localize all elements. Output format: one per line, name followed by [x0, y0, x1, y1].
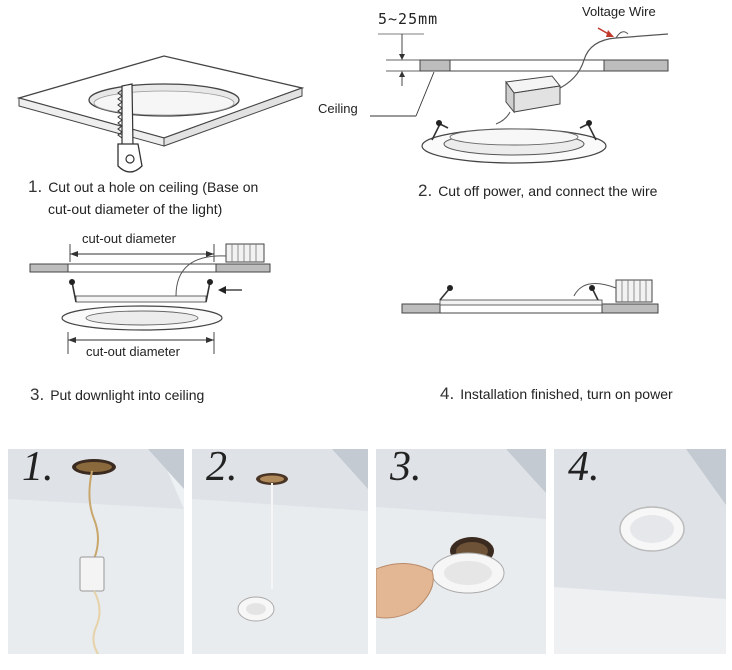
photo-4-number: 4. — [568, 449, 600, 490]
step-2-line1: Cut off power, and connect the wire — [438, 183, 658, 199]
step-1-text: 1. Cut out a hole on ceiling (Base on cut… — [28, 176, 258, 220]
step-1-line2: cut-out diameter of the light) — [48, 201, 223, 217]
step-3-number: 3. — [30, 385, 45, 404]
photo-step-3: 3. — [376, 449, 546, 654]
step-2-number: 2. — [418, 181, 433, 200]
cutout-top-label: cut-out diameter — [82, 231, 176, 246]
ceiling-label: Ceiling — [318, 101, 358, 116]
step-4-number: 4. — [440, 384, 455, 403]
photo-3-number: 3. — [390, 449, 422, 490]
step-4-line1: Installation finished, turn on power — [460, 386, 673, 402]
photo-step-1: 1. — [8, 449, 184, 654]
step-2-text: 2. Cut off power, and connect the wire — [418, 180, 657, 202]
step-1-number: 1. — [28, 177, 43, 196]
photo-step-2: 2. — [192, 449, 368, 654]
voltage-wire-label: Voltage Wire — [582, 4, 656, 19]
photo-2-number: 2. — [206, 449, 238, 490]
cutout-bottom-label: cut-out diameter — [86, 344, 180, 359]
step-4-text: 4. Installation finished, turn on power — [440, 383, 673, 405]
diagram-installed — [398, 266, 668, 322]
diagram-insert-downlight — [26, 236, 286, 356]
photo-1-number: 1. — [22, 449, 54, 490]
diagram-cut-hole — [14, 38, 304, 178]
step-3-line1: Put downlight into ceiling — [50, 387, 205, 403]
diagram-connect-wire — [316, 20, 676, 170]
step-3-text: 3. Put downlight into ceiling — [30, 384, 204, 406]
photo-step-4: 4. — [554, 449, 726, 654]
step-1-line1: Cut out a hole on ceiling (Base on — [48, 179, 259, 195]
thickness-label: 5~25mm — [378, 10, 439, 28]
